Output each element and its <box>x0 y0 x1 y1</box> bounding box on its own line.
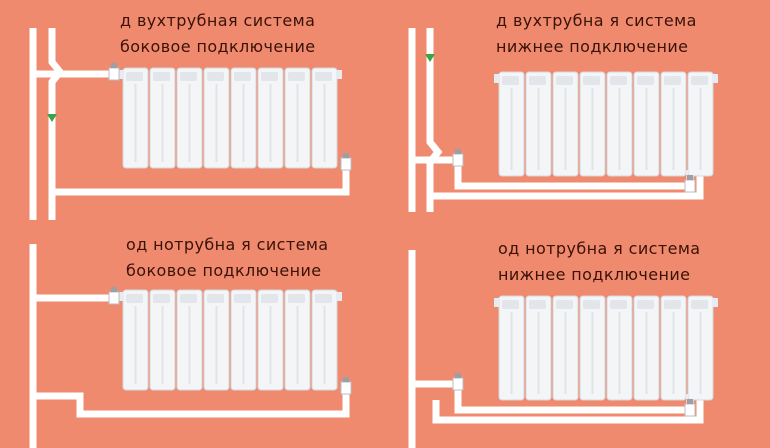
panel-one-pipe-bottom <box>408 250 718 448</box>
radiator-section-top <box>529 76 546 85</box>
radiator-plug <box>494 298 500 307</box>
radiator-section-top <box>180 294 197 303</box>
radiator-section-top <box>126 72 143 81</box>
valve-cap <box>455 149 461 154</box>
radiator-section-top <box>556 76 573 85</box>
pipe <box>432 394 704 424</box>
valve-cap <box>687 399 693 404</box>
caption-line-1: д вухтрубная система <box>120 11 316 30</box>
valve <box>684 403 696 417</box>
caption-line-2: боковое подключение <box>120 37 316 56</box>
radiator-section-top <box>234 294 251 303</box>
caption-line-1: д вухтрубна я система <box>496 11 697 30</box>
pipe <box>52 164 350 196</box>
radiator-section-top <box>288 294 305 303</box>
caption-two-pipe-bottom: д вухтрубна я система нижнее подключение <box>496 8 697 60</box>
caption-line-2: нижнее подключение <box>496 37 689 56</box>
radiator-plug <box>494 74 500 83</box>
radiator-section-top <box>502 76 519 85</box>
pipe <box>33 388 350 418</box>
radiator-section-top <box>637 76 654 85</box>
radiator-section-top <box>288 72 305 81</box>
valve-cap <box>455 373 461 378</box>
caption-one-pipe-bottom: од нотрубна я система нижнее подключение <box>498 236 701 288</box>
valve-cap <box>343 153 349 158</box>
radiator-plug <box>336 70 342 79</box>
radiator-section-top <box>664 76 681 85</box>
valve <box>108 291 120 305</box>
radiator-plug <box>712 74 718 83</box>
radiator-section-top <box>637 300 654 309</box>
panel-one-pipe-side <box>29 244 352 448</box>
radiator-section-top <box>556 300 573 309</box>
radiator-plug <box>118 292 124 301</box>
valve-marker-icon <box>47 114 57 122</box>
valve <box>452 377 464 391</box>
radiator-section-top <box>583 76 600 85</box>
caption-line-1: од нотрубна я система <box>126 235 329 254</box>
radiator-section-top <box>691 76 708 85</box>
valve-cap <box>111 287 117 292</box>
radiator-section-top <box>207 294 224 303</box>
panel-two-pipe-bottom <box>408 28 718 212</box>
radiator-section-top <box>153 294 170 303</box>
caption-line-1: од нотрубна я система <box>498 239 701 258</box>
caption-line-2: боковое подключение <box>126 261 322 280</box>
radiator-section-top <box>691 300 708 309</box>
radiator-plug <box>712 298 718 307</box>
radiator-section-top <box>502 300 519 309</box>
radiator-section-top <box>261 294 278 303</box>
radiator-section-top <box>610 300 627 309</box>
radiator-section-top <box>261 72 278 81</box>
radiator-section-top <box>583 300 600 309</box>
radiator-section-top <box>126 294 143 303</box>
radiator-section-top <box>664 300 681 309</box>
radiator-section-top <box>529 300 546 309</box>
pipe <box>426 28 443 212</box>
valve <box>452 153 464 167</box>
valve-cap <box>343 377 349 382</box>
pipe <box>430 170 704 200</box>
valve <box>340 157 352 171</box>
radiator-section-top <box>610 76 627 85</box>
radiator-section-top <box>180 72 197 81</box>
caption-one-pipe-side: од нотрубна я система боковое подключени… <box>126 232 329 284</box>
caption-line-2: нижнее подключение <box>498 265 691 284</box>
caption-two-pipe-side: д вухтрубная система боковое подключение <box>120 8 316 60</box>
valve-cap <box>111 63 117 68</box>
radiator-section-top <box>234 72 251 81</box>
radiator-section-top <box>315 72 332 81</box>
valve-cap <box>687 175 693 180</box>
radiator-section-top <box>153 72 170 81</box>
panel-two-pipe-side <box>29 28 352 220</box>
valve <box>340 381 352 395</box>
valve <box>684 179 696 193</box>
valve <box>108 67 120 81</box>
radiator-plug <box>118 70 124 79</box>
radiator-section-top <box>207 72 224 81</box>
valve-marker-icon <box>425 54 435 62</box>
radiator-section-top <box>315 294 332 303</box>
radiator-plug <box>336 292 342 301</box>
